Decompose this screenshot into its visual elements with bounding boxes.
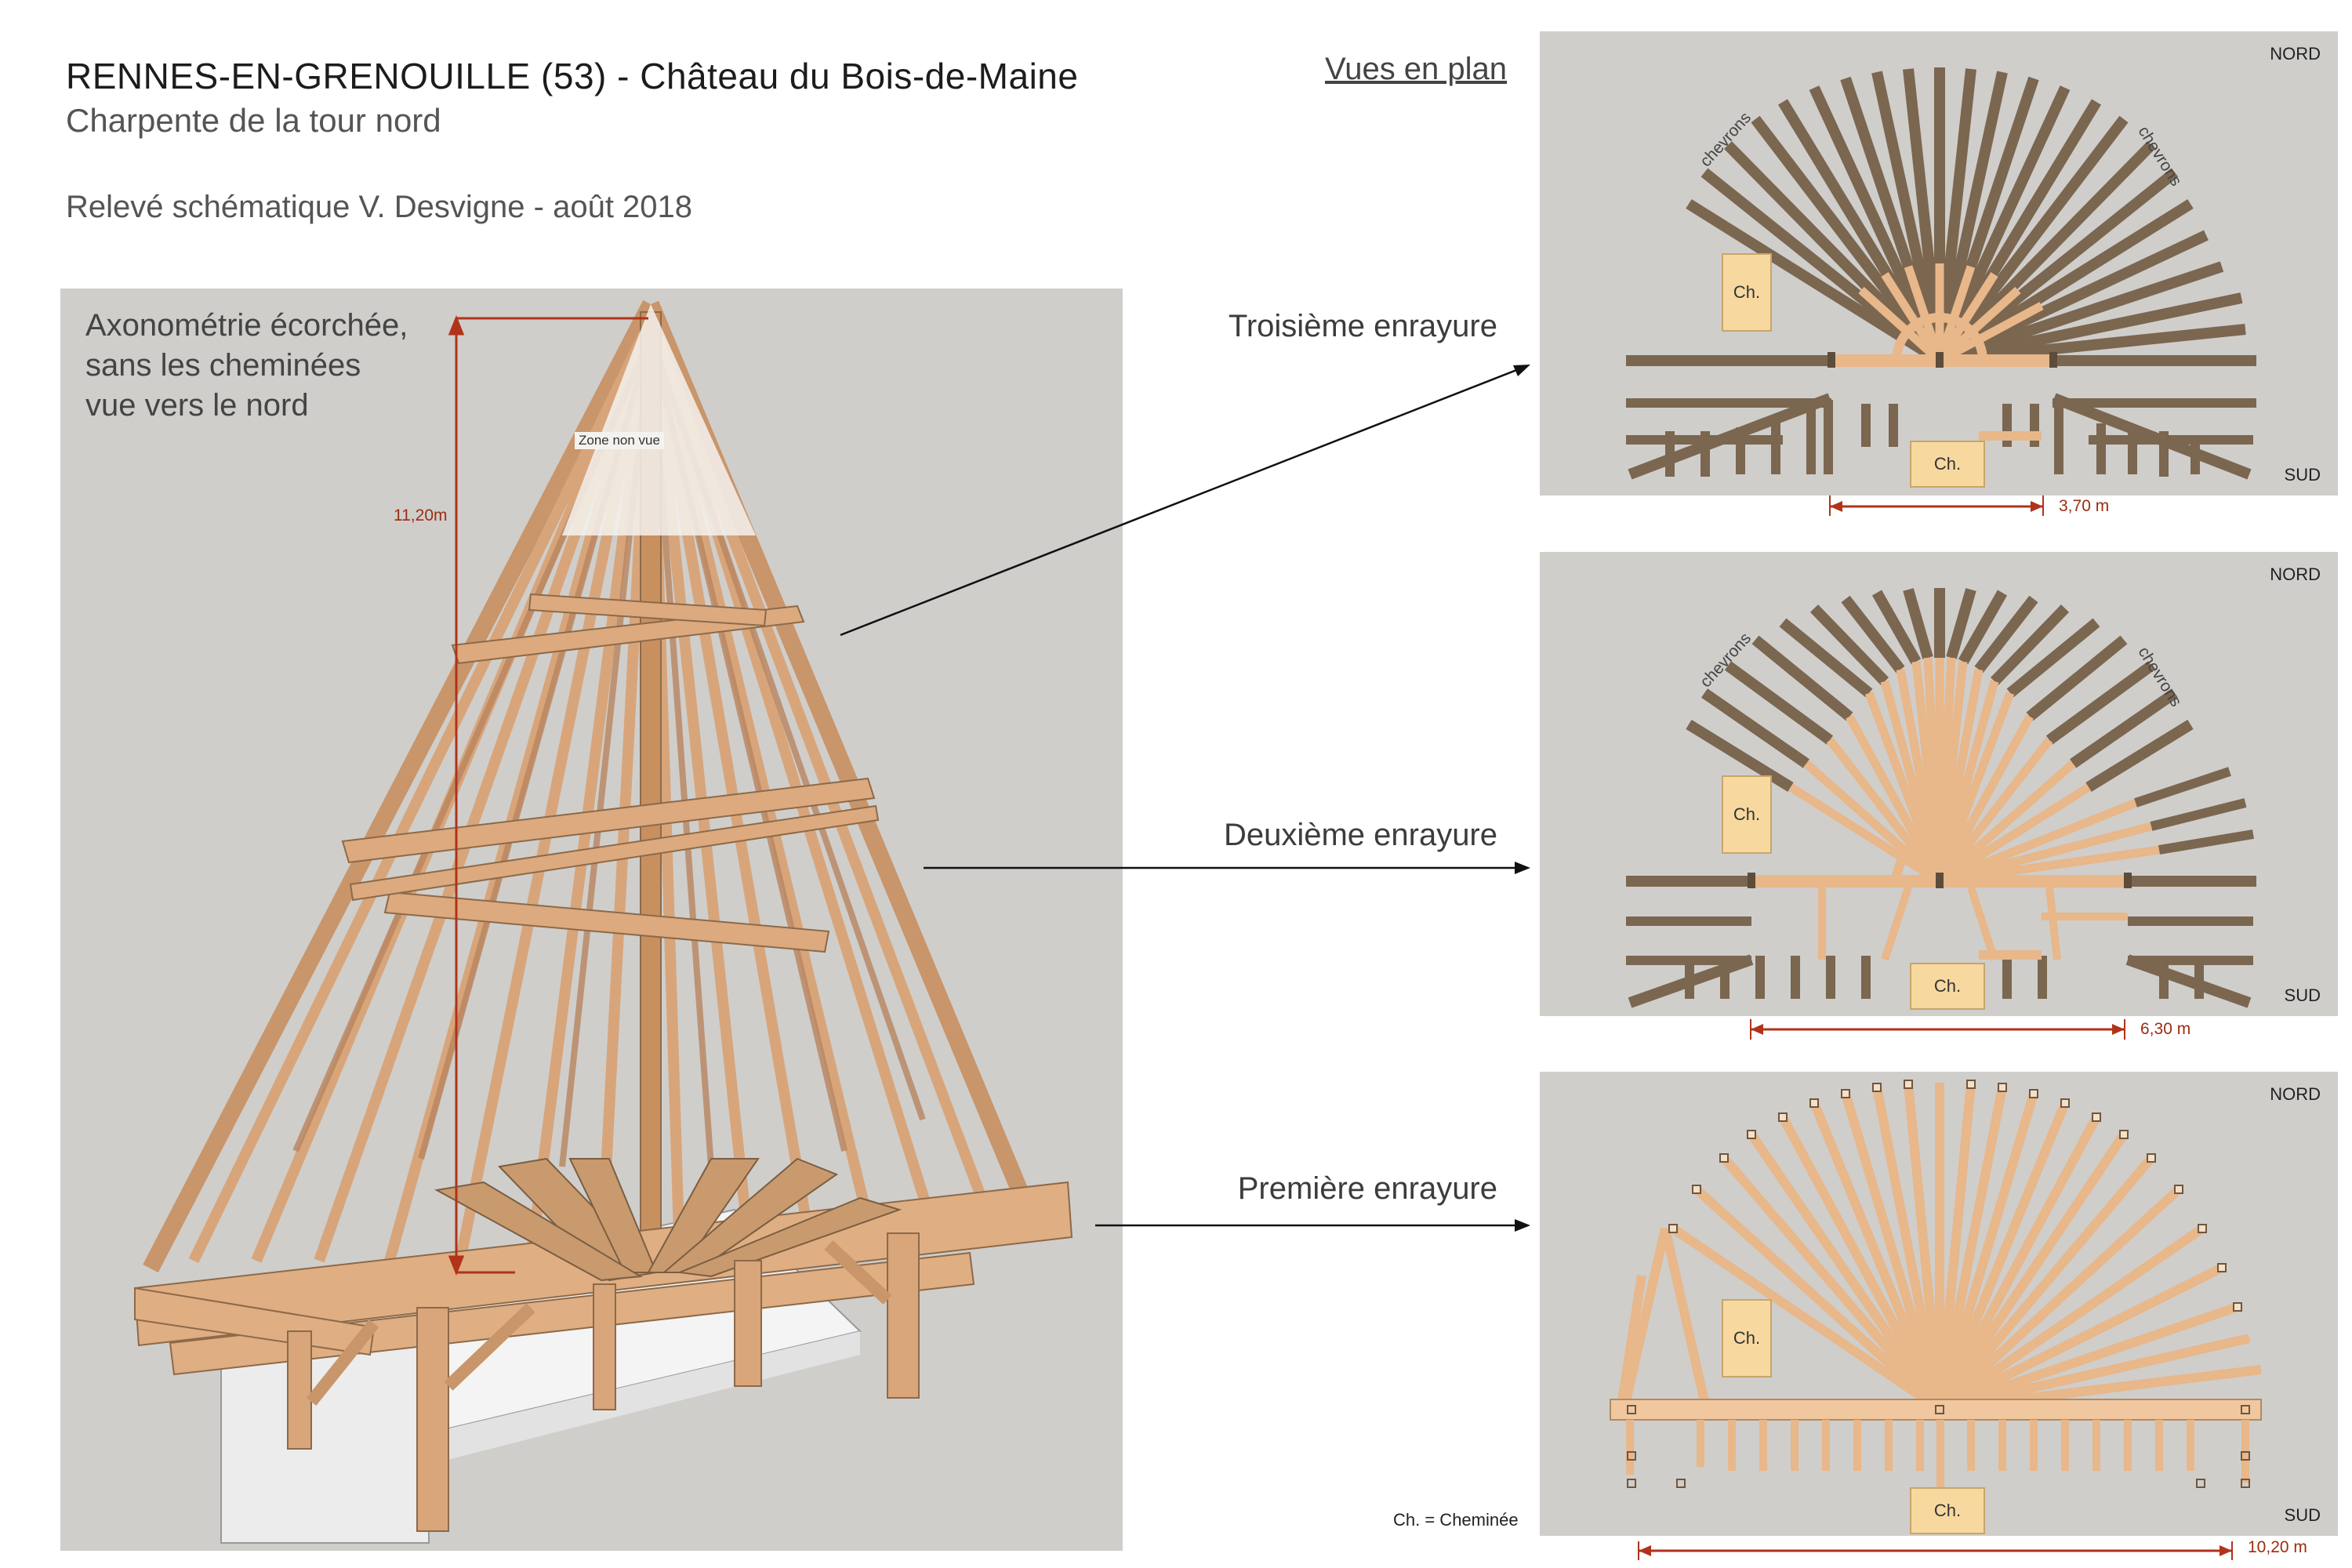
chimney: Ch. bbox=[1722, 253, 1772, 332]
level-label-first: Première enrayure bbox=[1237, 1171, 1497, 1206]
central-collar bbox=[1892, 833, 1987, 882]
dimension-label-third: 3,70 m bbox=[2059, 497, 2110, 515]
axonometry-caption: Axonométrie écorchée, sans les cheminées… bbox=[85, 306, 408, 426]
axonometry-drawing bbox=[133, 299, 1073, 1544]
caption-line-3: vue vers le nord bbox=[85, 388, 309, 423]
page-title: RENNES-EN-GRENOUILLE (53) - Château du B… bbox=[66, 56, 1079, 96]
dimension-label-second: 6,30 m bbox=[2140, 1020, 2191, 1038]
plan-first-drawing bbox=[1610, 1080, 2262, 1498]
rafters-dark bbox=[1686, 588, 2194, 792]
north-label: NORD bbox=[2270, 1084, 2321, 1104]
chimney-south: Ch. bbox=[1910, 441, 1985, 488]
plan-second-level: NORD SUD bbox=[1540, 552, 2338, 1016]
unseen-zone-label: Zone non vue bbox=[575, 432, 664, 449]
plan-first-level: NORD SUD bbox=[1540, 1072, 2338, 1536]
page-subtitle: Charpente de la tour nord bbox=[66, 102, 441, 139]
cone-left-edge bbox=[143, 299, 659, 1273]
chimney-legend: Ch. = Cheminée bbox=[1393, 1510, 1519, 1530]
north-label: NORD bbox=[2270, 564, 2321, 584]
base-posts bbox=[287, 1232, 920, 1532]
plans-heading: Vues en plan bbox=[1325, 52, 1508, 86]
height-dimension bbox=[448, 314, 648, 1276]
level-label-second: Deuxième enrayure bbox=[1223, 818, 1497, 852]
south-label: SUD bbox=[2284, 985, 2321, 1005]
tie-beams bbox=[1626, 876, 2256, 965]
south-label: SUD bbox=[2284, 1505, 2321, 1525]
north-label: NORD bbox=[2270, 44, 2321, 64]
chimney: Ch. bbox=[1722, 775, 1772, 854]
height-dimension-label: 11,20m bbox=[394, 506, 448, 524]
plan-third-level: NORD SUD bbox=[1540, 31, 2338, 495]
base-radial-timbers bbox=[434, 1157, 902, 1282]
rafters-light bbox=[1788, 657, 2160, 886]
chimney: Ch. bbox=[1722, 1299, 1772, 1377]
unseen-zone bbox=[562, 304, 756, 535]
plan-third-drawing bbox=[1626, 67, 2256, 480]
central-collar bbox=[1892, 313, 1987, 361]
dimension-label-first: 10,20 m bbox=[2248, 1538, 2307, 1556]
south-label: SUD bbox=[2284, 465, 2321, 485]
plan-second-drawing bbox=[1626, 588, 2256, 1008]
second-tie-beams bbox=[341, 777, 880, 953]
chimney-south: Ch. bbox=[1910, 963, 1985, 1010]
axonometry-panel: Axonométrie écorchée, sans les cheminées… bbox=[60, 289, 1123, 1551]
tie-beams bbox=[1626, 355, 2256, 445]
level-label-third: Troisième enrayure bbox=[1228, 309, 1497, 343]
caption-line-2: sans les cheminées bbox=[85, 348, 361, 383]
survey-credit: Relevé schématique V. Desvigne - août 20… bbox=[66, 190, 693, 224]
mortises bbox=[1668, 1080, 2242, 1312]
caption-line-1: Axonométrie écorchée, bbox=[85, 308, 408, 343]
chimney-south: Ch. bbox=[1910, 1487, 1985, 1534]
